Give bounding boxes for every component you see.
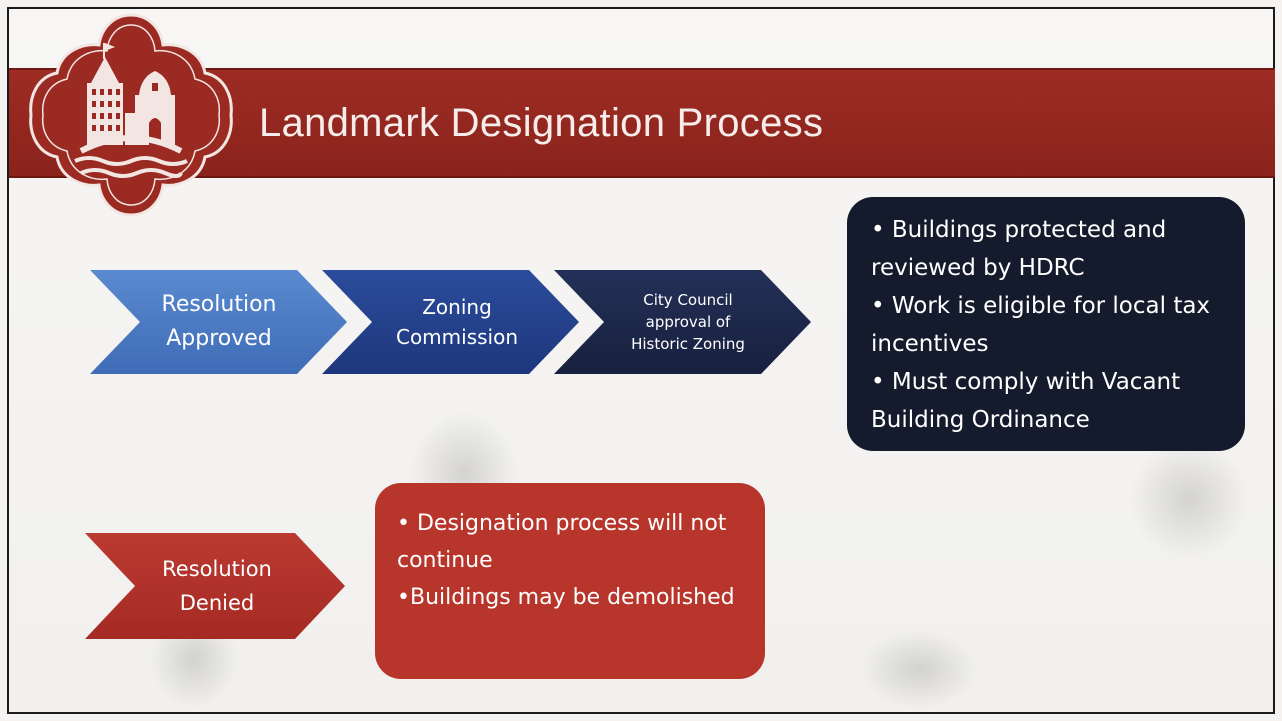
chevron-zoning-commission xyxy=(322,270,579,374)
approved-outcome-box: • Buildings protected and reviewed by HD… xyxy=(847,197,1245,451)
city-skyline-seal-icon xyxy=(29,13,233,217)
approved-outcome-line: • Buildings protected and reviewed by HD… xyxy=(871,217,1167,281)
chevron-resolution-approved xyxy=(90,270,347,374)
denied-outcome-line: • Designation process will not continue xyxy=(397,511,727,573)
approval-flow-graphic xyxy=(85,270,811,639)
step-label-city-council: City Council approval of Historic Zoning xyxy=(631,291,745,353)
chevron-resolution-denied xyxy=(85,533,345,639)
page-title: Landmark Designation Process xyxy=(259,101,824,145)
denied-outcome-line: •Buildings may be demolished xyxy=(397,585,735,610)
slide-frame: Landmark Designation Process xyxy=(7,7,1275,714)
step-label-zoning-commission: Zoning Commission xyxy=(395,295,519,349)
approved-outcome-line: • Must comply with Vacant Building Ordin… xyxy=(871,369,1181,433)
denied-outcome-box: • Designation process will not continue … xyxy=(375,483,765,679)
approved-outcome-line: • Work is eligible for local tax incenti… xyxy=(871,293,1211,357)
chevron-city-council xyxy=(554,270,811,374)
step-label-resolution-approved: Resolution Approved xyxy=(161,292,277,351)
step-label-resolution-denied: Resolution Denied xyxy=(162,557,272,615)
